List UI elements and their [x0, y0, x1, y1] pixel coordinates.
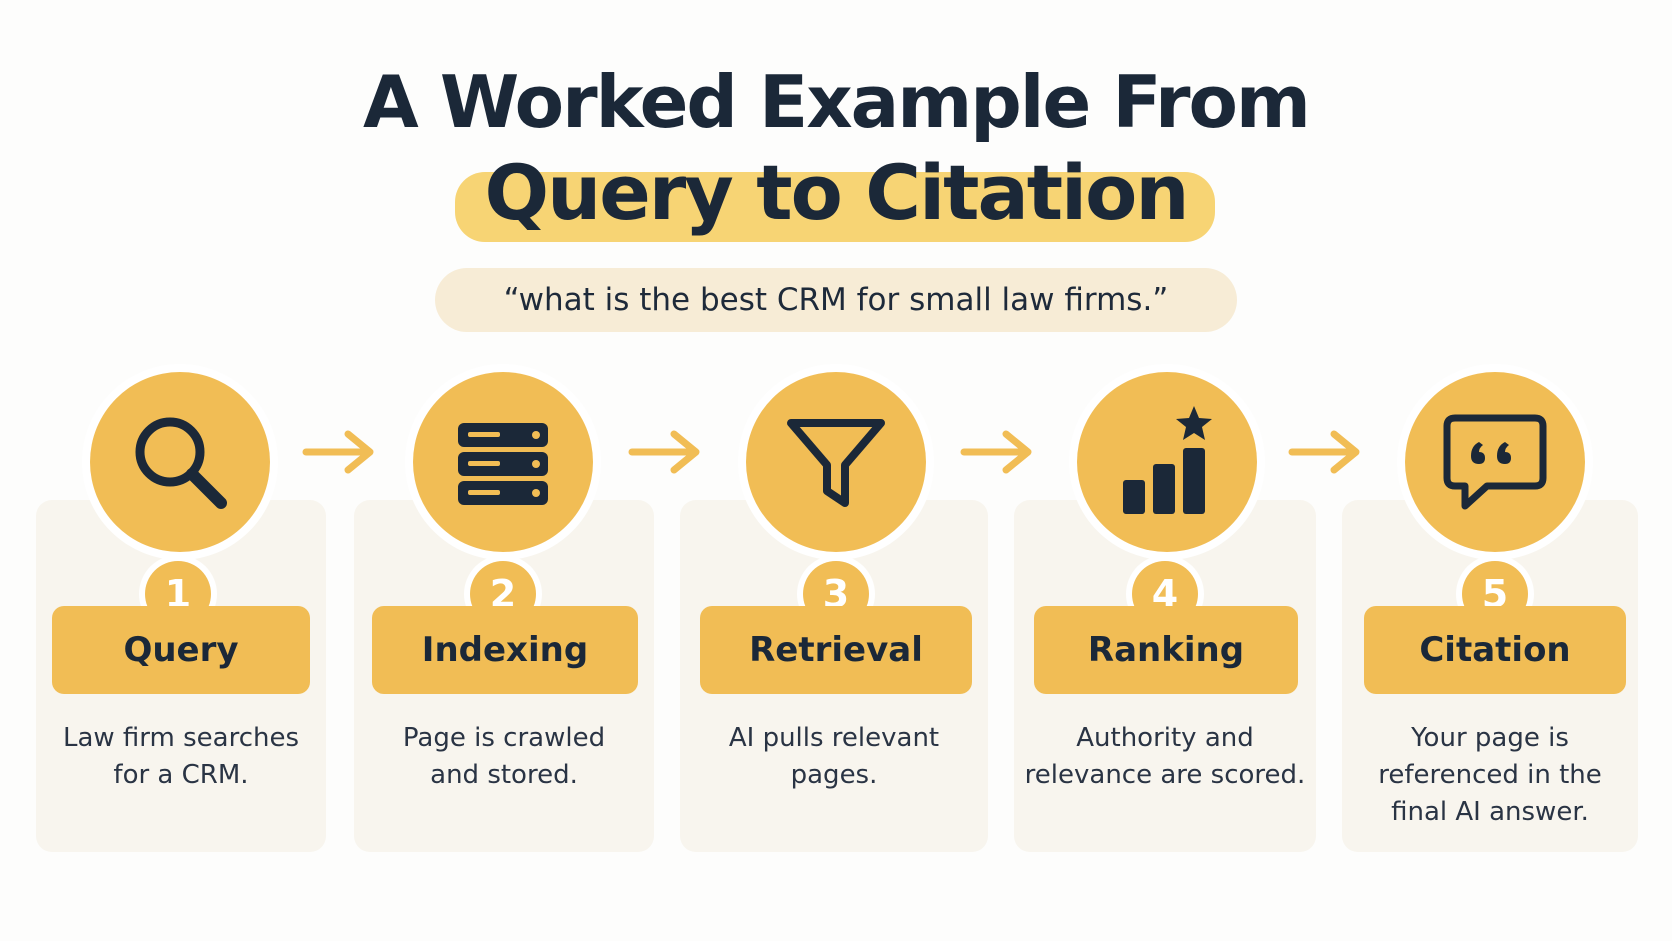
magnifier-icon — [135, 417, 227, 509]
quote-bubble-icon — [1443, 414, 1547, 510]
title-line-2: Query to Citation — [484, 148, 1190, 237]
example-query: “what is the best CRM for small law firm… — [435, 268, 1237, 332]
step-1-label: Query — [52, 606, 310, 694]
step-4-description-line-2: relevance are scored. — [1024, 760, 1306, 790]
example-query-text: “what is the best CRM for small law firm… — [503, 282, 1169, 318]
step-4-label: Ranking — [1034, 606, 1298, 694]
step-1-description: Law firm searches for a CRM. — [36, 720, 326, 794]
title-line-2-wrapper: Query to Citation — [0, 148, 1672, 237]
step-4-description: Authority and relevance are scored. — [1014, 720, 1316, 794]
step-5-description: Your page is referenced in the final AI … — [1342, 720, 1638, 831]
step-2-description-line-2: and stored. — [430, 760, 578, 790]
bar-chart-star-icon — [1123, 406, 1212, 514]
flow-arrow-icon — [960, 430, 1032, 474]
step-1-description-line-1: Law firm searches — [62, 723, 300, 753]
step-2-description-line-1: Page is crawled — [402, 723, 606, 753]
flow-arrow-icon — [302, 430, 374, 474]
step-2-description: Page is crawled and stored. — [354, 720, 654, 794]
step-2-icon-circle — [413, 372, 593, 552]
step-3-icon-circle — [746, 372, 926, 552]
step-1-icon-circle — [90, 372, 270, 552]
title-line-1: A Worked Example From — [363, 60, 1311, 144]
step-5-icon-circle — [1405, 372, 1585, 552]
title-highlight — [455, 172, 1215, 242]
step-3-description-line-2: pages. — [790, 760, 878, 790]
flow-arrow-icon — [1288, 430, 1360, 474]
step-4-icon-circle — [1077, 372, 1257, 552]
step-5-description-line-2: referenced in the — [1378, 760, 1602, 790]
step-5-description-line-3: final AI answer. — [1391, 797, 1589, 827]
step-3-label: Retrieval — [700, 606, 972, 694]
step-3-description-line-1: AI pulls relevant — [728, 723, 940, 753]
server-icon — [458, 423, 548, 505]
step-4-description-line-1: Authority and — [1076, 723, 1254, 753]
step-2-label: Indexing — [372, 606, 638, 694]
step-1-description-line-2: for a CRM. — [113, 760, 249, 790]
flow-arrow-icon — [628, 430, 700, 474]
step-5-description-line-1: Your page is — [1411, 723, 1569, 753]
step-3-description: AI pulls relevant pages. — [680, 720, 988, 794]
funnel-icon — [787, 419, 885, 507]
step-5-label: Citation — [1364, 606, 1626, 694]
